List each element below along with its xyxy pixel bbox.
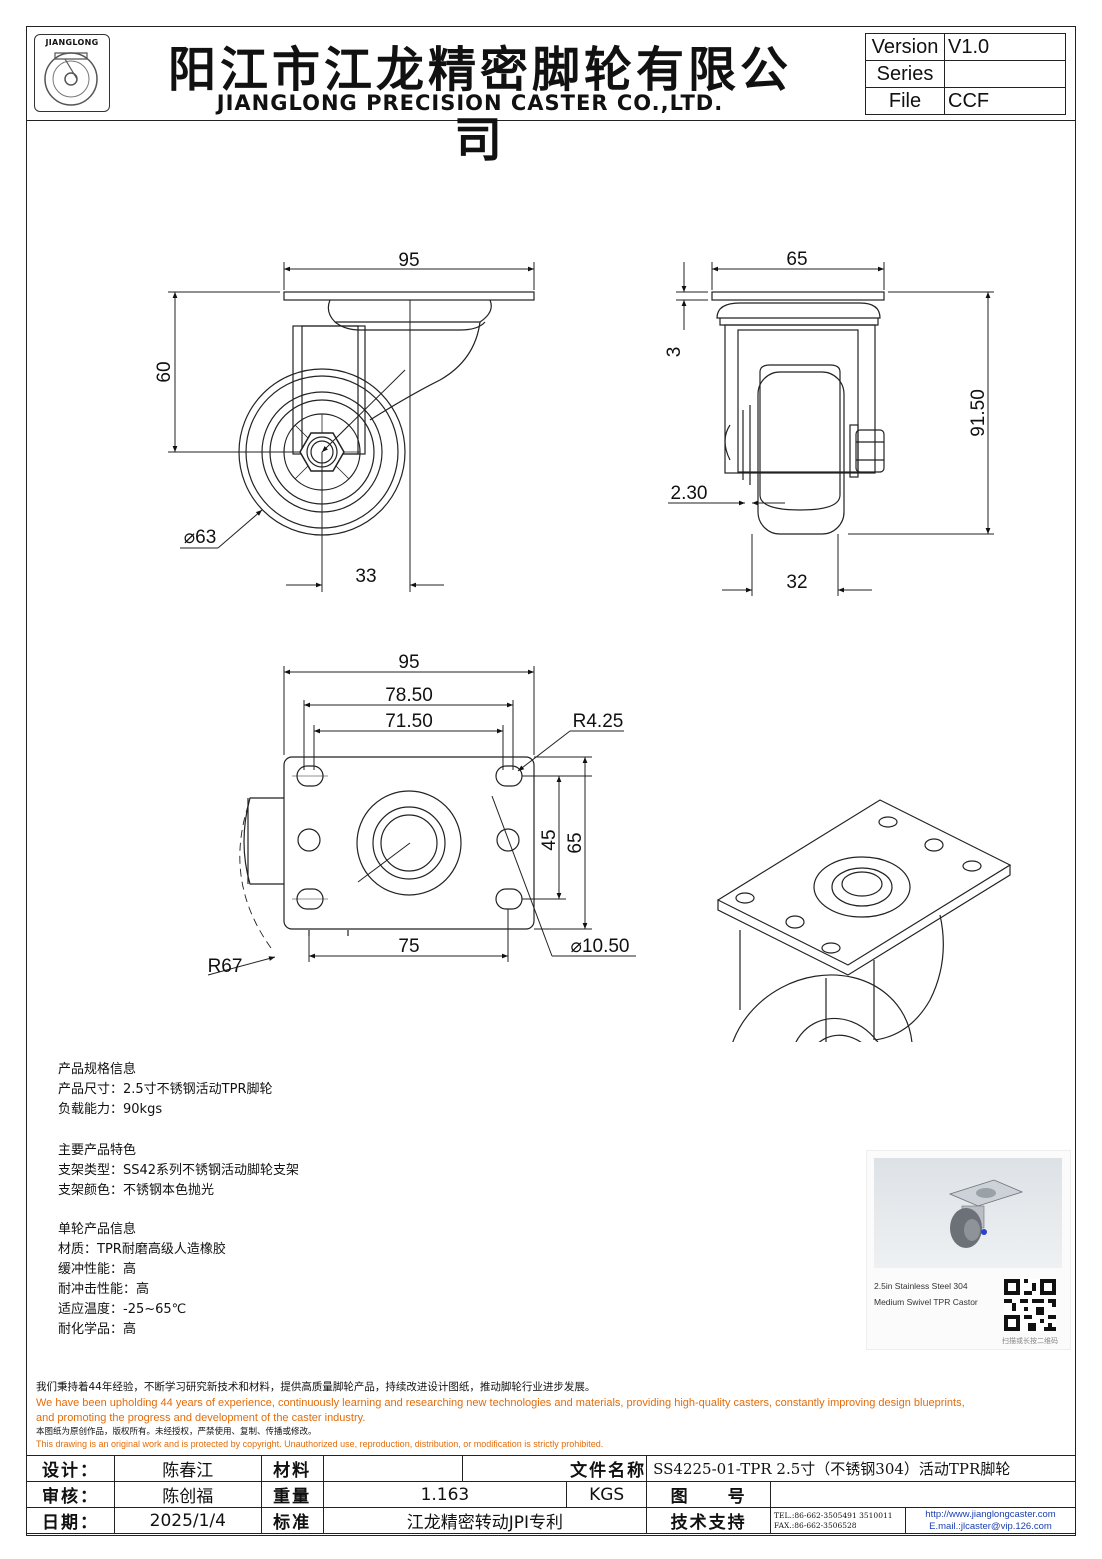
spec-impact: 耐冲击性能：高 bbox=[58, 1282, 150, 1297]
spec-bracket-type: 支架类型：SS42系列不锈钢活动脚轮支架 bbox=[58, 1163, 300, 1178]
dim-side-plate: 3 bbox=[664, 347, 685, 358]
dim-top-hole-span-inner: 71.50 bbox=[385, 711, 433, 732]
copyright-cn: 本图纸为原创作品，版权所有。未经授权，严禁使用、复制、传播或修改。 bbox=[36, 1427, 317, 1437]
date-label: 日期： bbox=[26, 1507, 115, 1534]
standard-label: 标准 bbox=[260, 1507, 324, 1534]
dim-top-slot-radius: R4.25 bbox=[573, 711, 624, 732]
dim-top-hole-span-bottom: 75 bbox=[398, 936, 419, 957]
spec-material: 材质：TPR耐磨高级人造橡胶 bbox=[58, 1242, 226, 1257]
dim-front-width: 95 bbox=[398, 250, 419, 271]
qr-code[interactable] bbox=[1004, 1279, 1056, 1331]
spec-bracket-color: 支架颜色：不锈钢本色抛光 bbox=[58, 1183, 215, 1198]
spec-group-2: 主要产品特色 支架类型：SS42系列不锈钢活动脚轮支架 支架颜色：不锈钢本色抛光 bbox=[58, 1141, 299, 1201]
mission-en-line1: We have been upholding 44 years of exper… bbox=[36, 1397, 965, 1409]
spec-load: 负载能力：90kgs bbox=[58, 1102, 163, 1117]
dim-top-hole-span-v: 45 bbox=[539, 829, 560, 850]
side-view bbox=[711, 291, 885, 535]
filename-label: 文件名称 bbox=[462, 1455, 648, 1482]
website-link[interactable]: http://www.jianglongcaster.com bbox=[925, 1508, 1056, 1520]
title-block: 设计： 陈春江 材料 文件名称 SS4225-01-TPR 2.5寸（不锈钢30… bbox=[26, 1455, 1076, 1534]
designer-value: 陈春江 bbox=[113, 1455, 262, 1482]
header-divider bbox=[26, 120, 1076, 121]
material-value bbox=[322, 1455, 464, 1482]
product-preview-caption: 2.5in Stainless Steel 304 Medium Swivel … bbox=[874, 1281, 978, 1307]
support-label: 技术支持 bbox=[646, 1507, 772, 1534]
dim-top-width: 95 bbox=[398, 652, 419, 673]
qr-caption: 扫描或长按二维码 bbox=[1002, 1337, 1058, 1345]
spec-temp: 适应温度：-25~65℃ bbox=[58, 1302, 187, 1317]
logo-text: JIANGLONG bbox=[45, 38, 99, 47]
spec-group-3: 单轮产品信息 材质：TPR耐磨高级人造橡胶 缓冲性能：高 耐冲击性能：高 适应温… bbox=[58, 1220, 226, 1340]
dim-side-wheel-width: 32 bbox=[786, 572, 807, 593]
series-value bbox=[944, 60, 1066, 88]
designer-label: 设计： bbox=[26, 1455, 115, 1482]
series-label: Series bbox=[865, 60, 945, 88]
dim-top-hole-dia: ⌀10.50 bbox=[571, 936, 630, 957]
spec-group-1: 产品规格信息 产品尺寸：2.5寸不锈钢活动TPR脚轮 负载能力：90kgs bbox=[58, 1060, 273, 1120]
spec-chem: 耐化学品：高 bbox=[58, 1322, 137, 1337]
email-link[interactable]: E.mail.:jlcaster@vip.126.com bbox=[929, 1520, 1052, 1532]
dim-top-hole-span-outer: 78.50 bbox=[385, 685, 433, 706]
company-name-cn: 阳江市江龙精密脚轮有限公司 bbox=[167, 42, 792, 168]
caster-render-icon bbox=[948, 1179, 1024, 1248]
company-name-en: JIANGLONG PRECISION CASTER CO.,LTD. bbox=[216, 91, 724, 115]
company-logo bbox=[34, 34, 110, 112]
contact-web: http://www.jianglongcaster.com E.mail.:j… bbox=[905, 1507, 1076, 1534]
file-label: File bbox=[865, 87, 945, 115]
spec-group2-title: 主要产品特色 bbox=[58, 1143, 137, 1158]
dim-front-height: 60 bbox=[154, 361, 175, 382]
qr-code-icon bbox=[1004, 1279, 1056, 1331]
version-value: V1.0 bbox=[944, 33, 1066, 61]
fax: FAX.:86-662-3506528 bbox=[774, 1520, 857, 1530]
tel: TEL.:86-662-3505491 3510011 bbox=[774, 1510, 893, 1520]
front-view bbox=[238, 291, 535, 536]
standard-value: 江龙精密转动JPI专利 bbox=[322, 1507, 648, 1534]
dim-front-offset: 33 bbox=[355, 566, 376, 587]
isometric-view bbox=[716, 799, 1012, 1042]
weight-label: 重量 bbox=[260, 1481, 324, 1508]
drawing-frame bbox=[26, 26, 1076, 1536]
reviewer-label: 审核： bbox=[26, 1481, 115, 1508]
reviewer-value: 陈创福 bbox=[113, 1481, 262, 1508]
top-view bbox=[239, 756, 535, 949]
product-render-image bbox=[874, 1158, 1062, 1268]
dim-front-diameter: ⌀63 bbox=[184, 527, 217, 548]
version-label: Version bbox=[865, 33, 945, 61]
dim-side-height: 91.50 bbox=[968, 389, 989, 437]
spec-cushion: 缓冲性能：高 bbox=[58, 1262, 137, 1277]
mission-en-line2: and promoting the progress and developme… bbox=[36, 1412, 366, 1424]
material-label: 材料 bbox=[260, 1455, 324, 1482]
dim-side-tread: 2.30 bbox=[671, 483, 708, 504]
drawing-no-value bbox=[770, 1481, 1076, 1508]
file-value: CCF bbox=[944, 87, 1066, 115]
contact-phone: TEL.:86-662-3505491 3510011 FAX.:86-662-… bbox=[770, 1507, 906, 1534]
dim-side-width: 65 bbox=[786, 249, 807, 270]
drawing-no-label: 图 号 bbox=[646, 1481, 772, 1508]
date-value: 2025/1/4 bbox=[113, 1507, 262, 1534]
copyright-en: This drawing is an original work and is … bbox=[36, 1439, 604, 1449]
spec-group3-title: 单轮产品信息 bbox=[58, 1222, 137, 1237]
weight-value: 1.163 bbox=[322, 1481, 568, 1508]
technical-drawings: 95 60 ⌀63 33 65 3 91.50 2.30 32 95 78.50… bbox=[154, 249, 1012, 1042]
spec-size: 产品尺寸：2.5寸不锈钢活动TPR脚轮 bbox=[58, 1082, 273, 1097]
dim-top-plate-depth: 65 bbox=[565, 832, 586, 853]
filename-value: SS4225-01-TPR 2.5寸（不锈钢304）活动TPR脚轮 bbox=[646, 1455, 1076, 1482]
caster-logo-icon bbox=[44, 52, 98, 106]
spec-group1-title: 产品规格信息 bbox=[58, 1062, 137, 1077]
dim-top-swivel-radius: R67 bbox=[208, 956, 243, 977]
weight-unit: KGS bbox=[566, 1481, 648, 1508]
mission-cn: 我们秉持着44年经验，不断学习研究新技术和材料，提供高质量脚轮产品，持续改进设计… bbox=[36, 1381, 596, 1393]
